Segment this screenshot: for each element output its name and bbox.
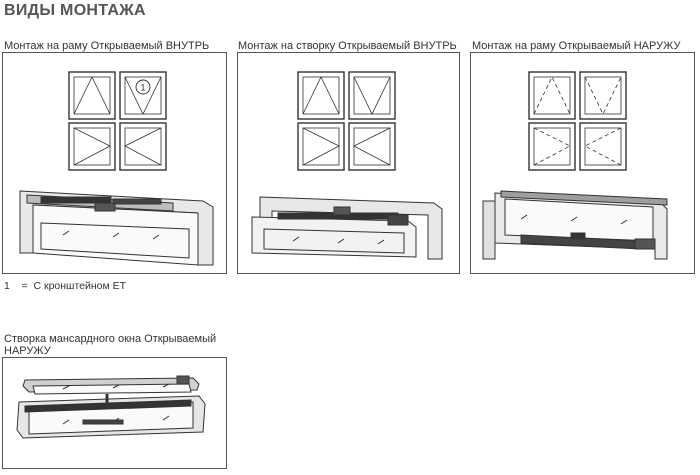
bracket-marker-label: 1 [140, 83, 145, 93]
panel-2-caption: Монтаж на створку Открываемый ВНУТРЬ [238, 40, 457, 52]
panel-4-caption: Створка мансардного окна Открываемый НАР… [4, 333, 217, 357]
bracket-note: 1 = С кронштейном ЕТ [4, 280, 127, 292]
window-sash-icon [579, 71, 627, 120]
window-sash-icon [297, 122, 345, 171]
page-title: ВИДЫ МОНТАЖА [4, 2, 146, 19]
window-sash-icon [528, 122, 576, 171]
panel-frame-inward: 1 [2, 52, 227, 274]
window-sash-icon [68, 122, 116, 171]
panel-sash-inward [237, 52, 460, 274]
panel-roof-window-outward [2, 357, 227, 469]
window-sash-icon [119, 122, 167, 171]
mounted-closer-illustration [251, 196, 443, 260]
window-sash-icon [348, 122, 396, 171]
window-sash-icon [528, 71, 576, 120]
mounted-closer-illustration [16, 375, 206, 439]
installation-diagram-frame-outward [482, 71, 668, 260]
window-sash-icon [579, 122, 627, 171]
panel-1-caption: Монтаж на раму Открываемый ВНУТРЬ [4, 40, 210, 52]
window-sash-icon [119, 71, 167, 120]
installation-diagram-sash-inward [251, 71, 443, 260]
window-sash-icon [68, 71, 116, 120]
installation-diagram-roof-window [16, 375, 206, 439]
panel-3-caption: Монтаж на раму Открываемый НАРУЖУ [472, 40, 681, 52]
window-sash-icon [348, 71, 396, 120]
bracket-marker-icon: 1 [135, 79, 151, 95]
panel-frame-outward [470, 52, 695, 274]
installation-diagram-frame-inward: 1 [19, 71, 214, 266]
mounted-closer-illustration [482, 190, 668, 260]
mounted-closer-illustration [19, 190, 214, 266]
window-sash-icon [297, 71, 345, 120]
